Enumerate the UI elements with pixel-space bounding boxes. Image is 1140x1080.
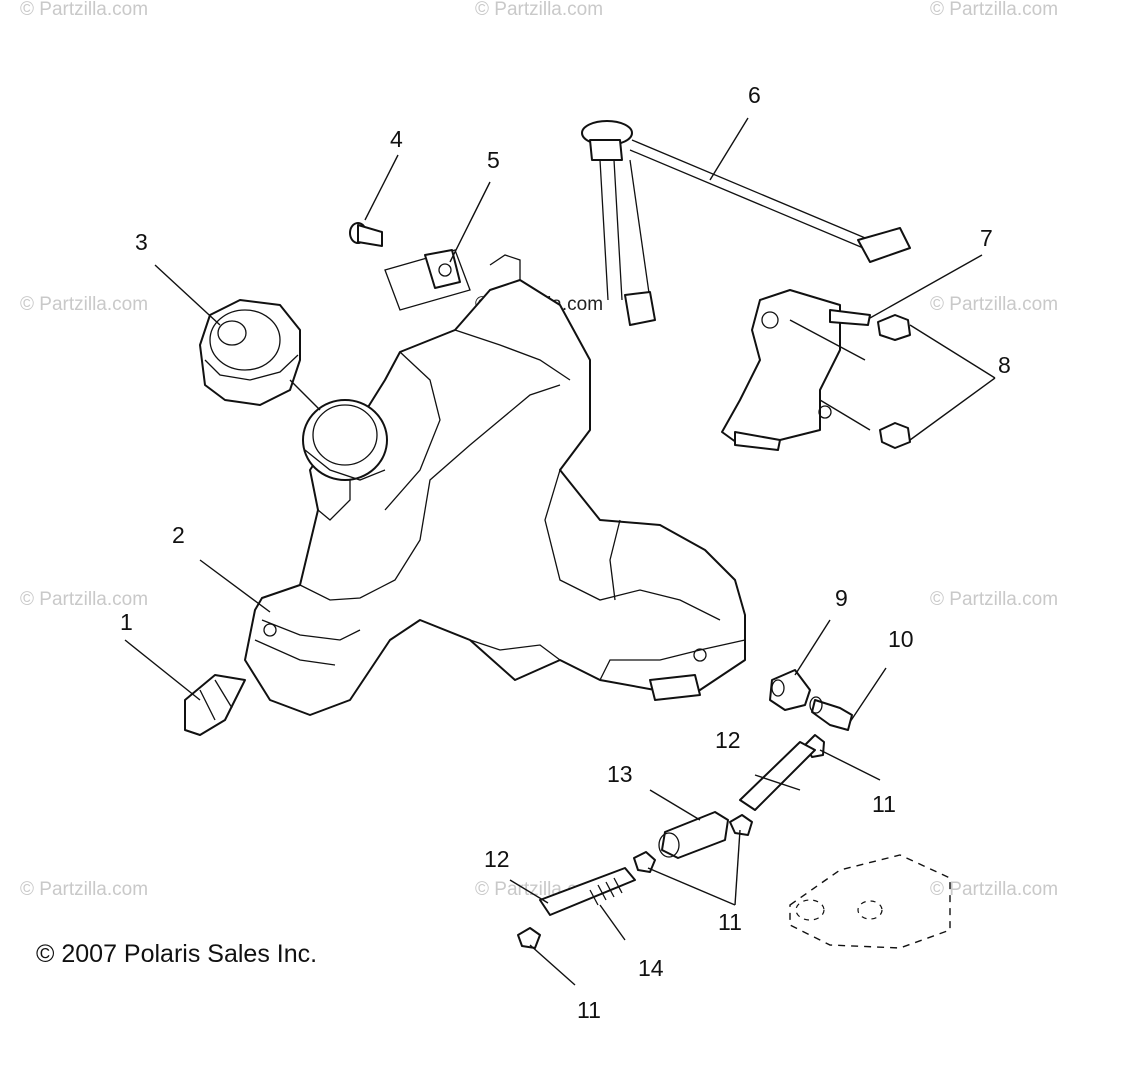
callout-11-c: 11 [577,997,601,1023]
copyright-notice: © 2007 Polaris Sales Inc. [36,940,317,968]
watermark: © Partzilla.com [20,589,148,610]
callout-13: 13 [607,761,633,787]
watermark: © Partzilla.com [930,589,1058,610]
watermark: © Partzilla.com [20,0,148,20]
fuel-cap [199,299,301,406]
watermark: © Partzilla.com [475,0,603,20]
ghost-part [789,854,951,949]
watermark: © Partzilla.com [930,879,1058,900]
watermark: © Partzilla.com [930,294,1058,315]
bracket-part-7 [721,289,871,451]
callout-11: 11 [872,791,896,817]
callout-5: 5 [487,147,500,173]
screw-part-8 [877,314,911,449]
pin-part-4 [349,222,383,247]
callout-8: 8 [998,352,1011,378]
callout-11-b: 11 [718,909,742,935]
watermark: © Partzilla.com [930,0,1058,20]
watermark: © Partzilla.com [20,294,148,315]
callout-9: 9 [835,585,848,611]
nut-clip-part-5 [424,249,461,289]
hose-assembly [517,734,825,949]
callout-12-b: 12 [484,846,510,872]
leader-lines [124,117,996,986]
callouts: 1 2 3 4 5 6 7 8 9 10 11 11 11 12 12 13 1… [120,82,1011,1023]
callout-7: 7 [980,225,993,251]
callout-10: 10 [888,626,914,652]
clip-part-1 [184,674,246,736]
callout-3: 3 [135,229,148,255]
callout-4: 4 [390,126,403,152]
elbow-fitting-part-10 [809,696,853,731]
fuel-tank [244,249,746,716]
grommet-part-9 [769,669,811,711]
callout-2: 2 [172,522,185,548]
callout-1: 1 [120,609,133,635]
fuel-sender [581,120,911,326]
callout-14: 14 [638,955,664,981]
callout-12: 12 [715,727,741,753]
watermark: © Partzilla.com [20,879,148,900]
callout-6: 6 [748,82,761,108]
